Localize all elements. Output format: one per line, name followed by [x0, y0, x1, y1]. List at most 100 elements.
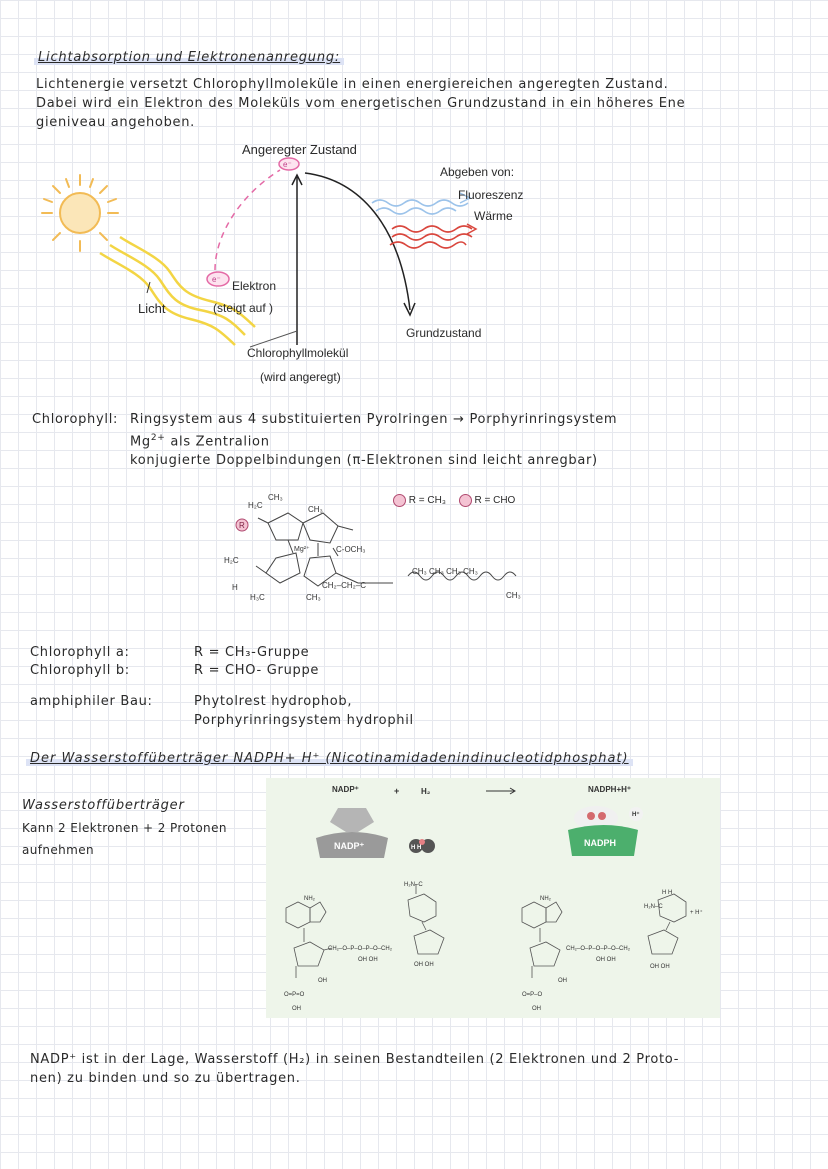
- label-fluorescence: Fluoreszenz: [458, 188, 523, 202]
- chlorophyll-description: Ringsystem aus 4 substituierten Pyrolrin…: [130, 410, 790, 470]
- fig-oh-pair-ring-right: OH OH: [650, 964, 670, 970]
- r-legend-b: R = CHO: [474, 495, 516, 507]
- amphiphil-label: amphiphiler Bau:: [30, 694, 153, 709]
- amphiphil-values: Phytolrest hydrophob, Porphyrinringsyste…: [194, 692, 414, 730]
- label-light: Licht: [138, 301, 166, 316]
- fig-nadp-plus: NADP⁺: [332, 785, 359, 794]
- chl-a-label: Chlorophyll a:: [30, 645, 130, 660]
- label-electron: Elektron: [232, 279, 276, 293]
- fig-nh2-left: NH₂: [304, 896, 316, 902]
- excitation-diagram: Licht e⁻ Angeregter Zustand e⁻ Elektron …: [41, 142, 523, 384]
- light-waves: [99, 235, 256, 346]
- chl-b-label: Chlorophyll b:: [30, 663, 130, 678]
- h2c-label-2: H₂C: [224, 556, 239, 565]
- mg-charge: 2+: [150, 433, 166, 443]
- mg-symbol: Mg: [130, 434, 151, 450]
- mg-label: Mg²⁺: [294, 546, 310, 553]
- ch3-end-label: CH₃: [506, 591, 521, 600]
- label-ground-state: Grundzustand: [406, 326, 481, 340]
- label-release: Abgeben von:: [440, 165, 514, 179]
- ch3-label-3: CH₃: [306, 593, 321, 602]
- side-line-3: aufnehmen: [22, 843, 95, 857]
- sun-icon: [41, 174, 119, 252]
- label-heat: Wärme: [474, 209, 513, 223]
- nadph-structure: [521, 893, 687, 978]
- fig-oh-bottom-left: OH: [292, 1006, 301, 1012]
- chl-a-value: R = CH₃-Gruppe: [194, 645, 310, 660]
- r-substituent: R: [239, 521, 245, 530]
- chlorophyll-structure: R H₂C CH₃ CH₃ Mg²⁺ C-OCH₃ H₂C H H₃C CH₃ …: [224, 493, 521, 602]
- nadp-figure: NADP⁺ + H₂ NADPH+H⁺ NADP⁺ H H H⁺ NADPH: [266, 778, 720, 1018]
- chlorophyll-line-3: konjugierte Doppelbindungen (π-Elektrone…: [130, 453, 598, 469]
- methyls-label: CH₃ CH₃ CH₃ CH₃: [412, 567, 478, 576]
- hydrogen-pair-icon: [409, 839, 435, 853]
- section-heading-light-absorption: Lichtabsorption und Elektronenanregung:: [34, 50, 345, 65]
- intro-line-2: Dabei wird ein Elektron des Moleküls vom…: [36, 96, 686, 111]
- nadph-side-notes: Wasserstoffüberträger Kann 2 Elektronen …: [22, 795, 227, 861]
- summary-line-2: nen) zu binden und so zu übertragen.: [30, 1071, 301, 1086]
- mg-role: als Zentralion: [165, 434, 270, 450]
- r-legend: R = CH₃ R = CHO: [393, 494, 515, 507]
- fig-plus-h-right: + H⁺: [690, 909, 703, 916]
- decay-arc: [304, 172, 411, 311]
- chlorophyll-line-2: Mg2+ als Zentralion: [130, 429, 790, 451]
- fig-h2nc-left: H₂N–C: [404, 882, 423, 888]
- fig-hh-right: H H: [662, 890, 672, 896]
- fig-nadp-shape-label: NADP⁺: [334, 841, 365, 851]
- chl-b-value: R = CHO- Gruppe: [194, 663, 320, 678]
- nadp-shape-icon: [316, 808, 388, 858]
- side-line-1: Wasserstoffüberträger: [22, 798, 185, 813]
- fig-oh-bottom-right: OH: [532, 1006, 541, 1012]
- section-heading-nadph: Der Wasserstoffüberträger NADPH+ H⁺ (Nic…: [26, 751, 633, 766]
- electron-path: [214, 169, 281, 271]
- fig-nadph-h: NADPH+H⁺: [588, 785, 631, 794]
- chain-label: CH₂–CH₂–C: [322, 581, 366, 590]
- fig-phosphate-left: CH₂–O–P–O–P–O–CH₂: [328, 946, 393, 952]
- amphiphil-line-2: Porphyrinringsystem hydrophil: [194, 713, 414, 728]
- chlorophyll-label: Chlorophyll:: [32, 412, 119, 427]
- intro-line-1: Lichtenergie versetzt Chlorophyllmolekül…: [36, 77, 669, 92]
- emission-waves: [371, 199, 473, 249]
- excited-electron-label: e⁻: [283, 160, 292, 169]
- fig-h2nc-right: H₂N–C: [644, 904, 663, 910]
- fig-oh-pair-right: OH OH: [596, 957, 616, 963]
- fig-phosphate-right: CH₂–O–P–O–P–O–CH₂: [566, 946, 631, 952]
- summary-line-1: NADP⁺ ist in der Lage, Wasserstoff (H₂) …: [30, 1052, 680, 1067]
- intro-paragraph: Lichtenergie versetzt Chlorophyllmolekül…: [36, 75, 796, 132]
- fig-oh-pair-left: OH OH: [358, 957, 378, 963]
- amphiphil-line-1: Phytolrest hydrophob,: [194, 694, 353, 709]
- fig-oh-pair-ring-left: OH OH: [414, 962, 434, 968]
- r-legend-a: R = CH₃: [408, 495, 446, 507]
- fig-hh-label: H H: [411, 845, 421, 851]
- ch3-label-2: CH₃: [308, 505, 323, 514]
- fig-h-plus-1: H⁺: [632, 811, 640, 818]
- h2c-label-1: H₂C: [248, 501, 263, 510]
- fig-oh-right: OH: [558, 978, 567, 984]
- h3c-label: H₃C: [250, 593, 265, 602]
- ground-electron-label: e⁻: [212, 275, 221, 284]
- r-marker-icon: [393, 494, 406, 507]
- nadp-figure-svg: NADP⁺ + H₂ NADPH+H⁺ NADP⁺ H H H⁺ NADPH: [284, 785, 703, 1012]
- nadp-summary: NADP⁺ ist in der Lage, Wasserstoff (H₂) …: [30, 1050, 790, 1088]
- chlorophyll-line-1: Ringsystem aus 4 substituierten Pyrolrin…: [130, 412, 618, 427]
- ester-label: C-OCH₃: [336, 545, 365, 554]
- nadp-structure: [285, 884, 445, 978]
- fig-nadph-shape-label: NADPH: [584, 838, 616, 848]
- side-line-2: Kann 2 Elektronen + 2 Protonen: [22, 821, 227, 835]
- ch3-label-1: CH₃: [268, 493, 283, 502]
- intro-line-3: gieniveau angehoben.: [36, 115, 196, 130]
- fig-plus: +: [394, 786, 399, 796]
- excited-electron-icon: [278, 157, 300, 171]
- ground-electron-icon: [206, 271, 230, 287]
- r-marker-icon: [458, 494, 472, 507]
- label-excited-state: Angeregter Zustand: [242, 142, 357, 157]
- h-label: H: [232, 583, 238, 592]
- fig-oh-left: OH: [318, 978, 327, 984]
- fig-opo-left: O=P=O: [284, 992, 305, 998]
- fig-h2: H₂: [421, 787, 431, 796]
- fig-opo-right: O=P–O: [522, 992, 543, 998]
- label-molecule: Chlorophyllmolekül: [247, 346, 348, 360]
- label-molecule-note: (wird angeregt): [260, 370, 341, 384]
- label-electron-note: (steigt auf ): [213, 301, 273, 315]
- nadph-shape-icon: [568, 806, 643, 856]
